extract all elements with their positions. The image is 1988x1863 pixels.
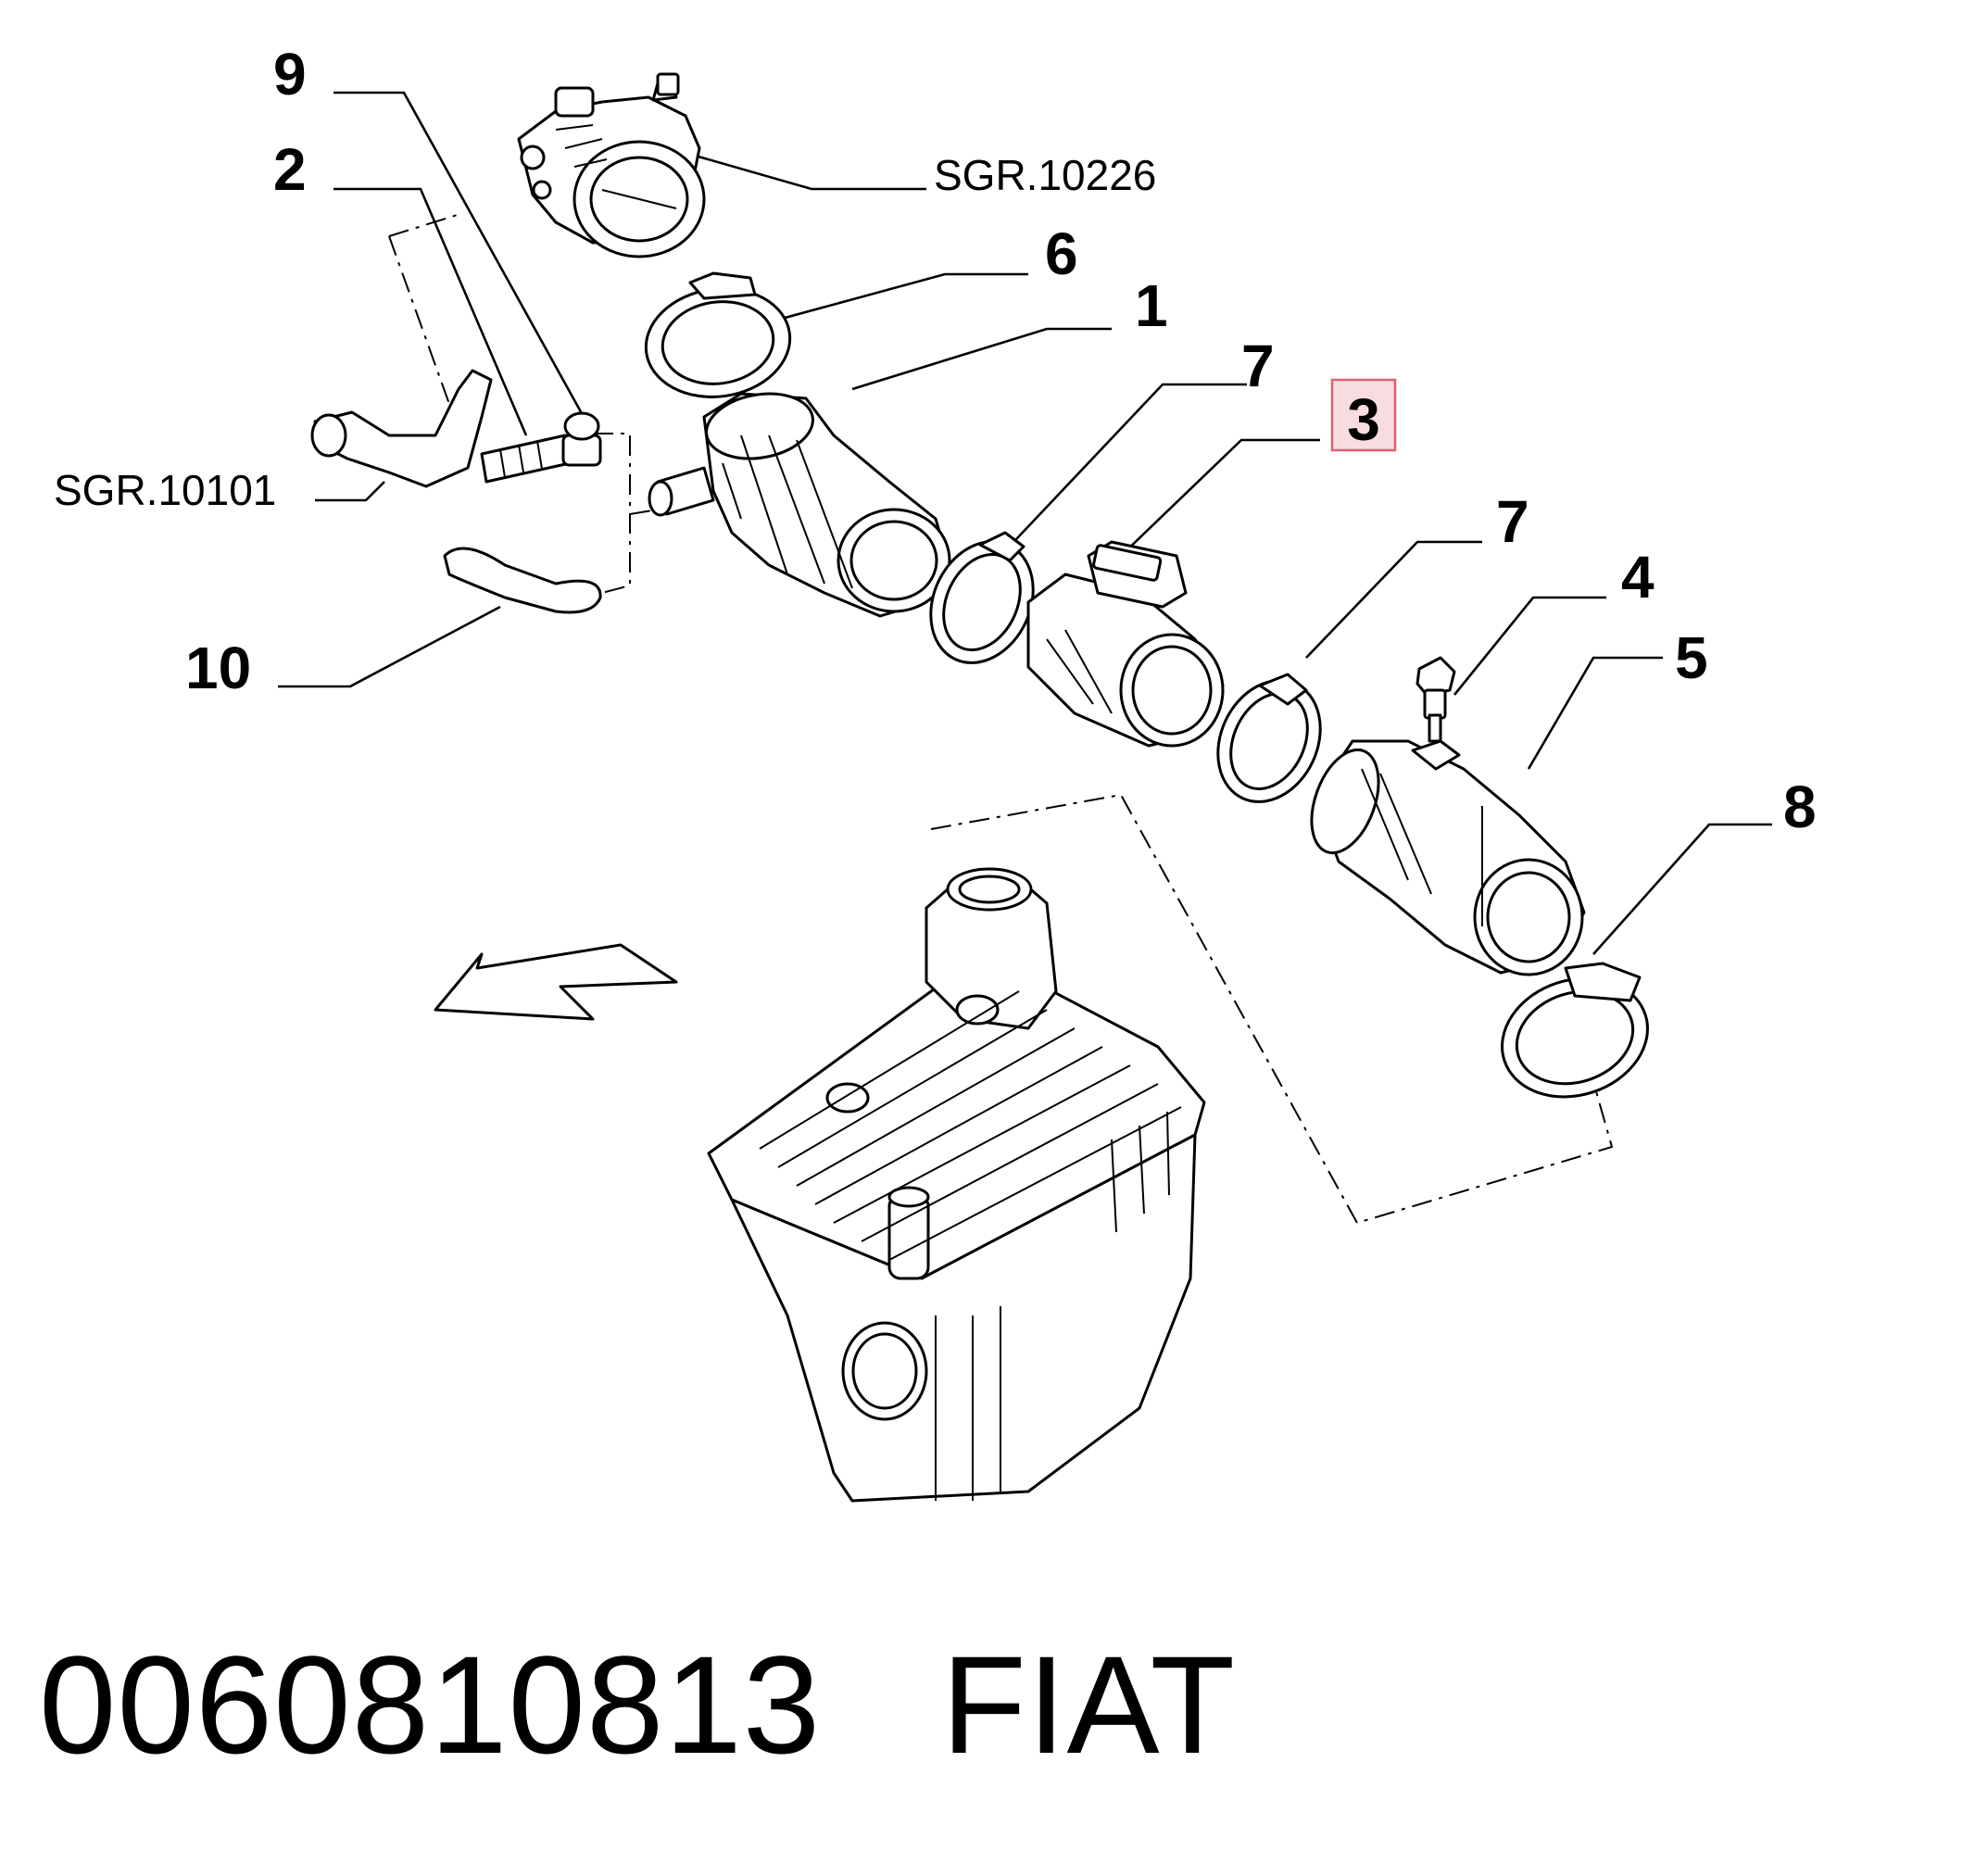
callout-3: 3 <box>1347 386 1380 453</box>
part-number: 0060810813 <box>39 1627 822 1782</box>
ref-hose-group: SGR.10101 <box>54 466 276 514</box>
callout-6: 6 <box>1045 220 1078 287</box>
callout-8: 8 <box>1783 774 1817 840</box>
dashed-grouping-lines <box>388 212 1614 1225</box>
leader-lines <box>278 91 1772 955</box>
callout-2: 2 <box>273 136 307 203</box>
clamp-6 <box>644 271 792 398</box>
callout-4: 4 <box>1621 544 1655 611</box>
callout-7-left: 7 <box>1241 333 1275 399</box>
direction-arrow-icon <box>434 943 678 1021</box>
callout-1: 1 <box>1135 272 1168 339</box>
ref-throttle-group: SGR.10226 <box>934 151 1156 199</box>
callout-5: 5 <box>1675 624 1708 691</box>
air-filter-box <box>707 867 1206 1503</box>
hose-5 <box>1310 739 1586 976</box>
clamp-7-left <box>929 531 1035 664</box>
highlighted-callout-3[interactable]: 3 <box>1330 378 1397 453</box>
small-hoses-group <box>310 369 602 614</box>
screw-4 <box>1416 656 1456 743</box>
callout-7-right: 7 <box>1496 488 1529 555</box>
brand-name: FIAT <box>941 1627 1237 1782</box>
callout-9: 9 <box>273 41 307 107</box>
reference-labels: SGR.10226 SGR.10101 <box>54 151 1156 514</box>
clamp-7-right <box>1216 673 1322 803</box>
air-flow-meter-3 <box>1026 540 1225 748</box>
hose-1 <box>648 392 951 618</box>
clamp-8 <box>1501 962 1649 1099</box>
callout-labels: 9 2 6 1 7 7 4 5 8 10 <box>185 41 1817 840</box>
highlight-box <box>1330 378 1397 452</box>
callout-10: 10 <box>185 635 251 701</box>
throttle-body <box>517 72 706 258</box>
